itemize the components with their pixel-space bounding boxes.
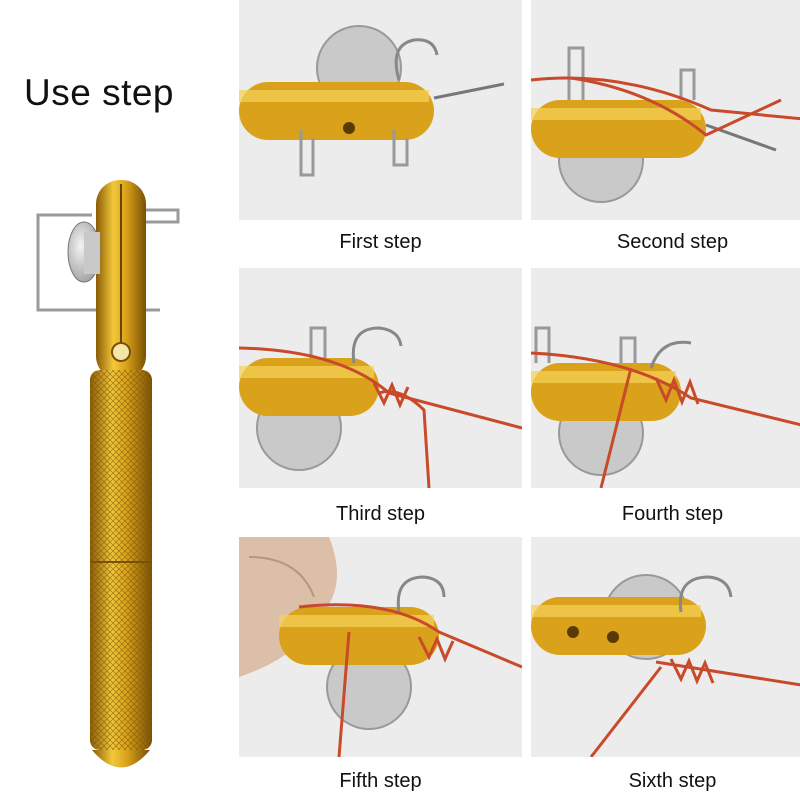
page-title: Use step: [24, 72, 175, 113]
step-caption-4: Fourth step: [621, 503, 724, 525]
step-photo-3: [239, 268, 522, 488]
step-photo-2: [531, 0, 800, 220]
step-caption-6: Sixth step: [628, 770, 717, 792]
step-photo-1: [239, 0, 522, 220]
step-caption-1: First step: [339, 231, 422, 253]
knot-tool-image: [36, 180, 180, 768]
step-caption-2: Second step: [616, 231, 729, 253]
step-photo-5: [239, 537, 522, 757]
step-photo-6: [531, 537, 800, 757]
step-photo-4: [531, 268, 800, 488]
step-caption-3: Third step: [336, 503, 425, 525]
step-caption-5: Fifth step: [339, 770, 422, 792]
